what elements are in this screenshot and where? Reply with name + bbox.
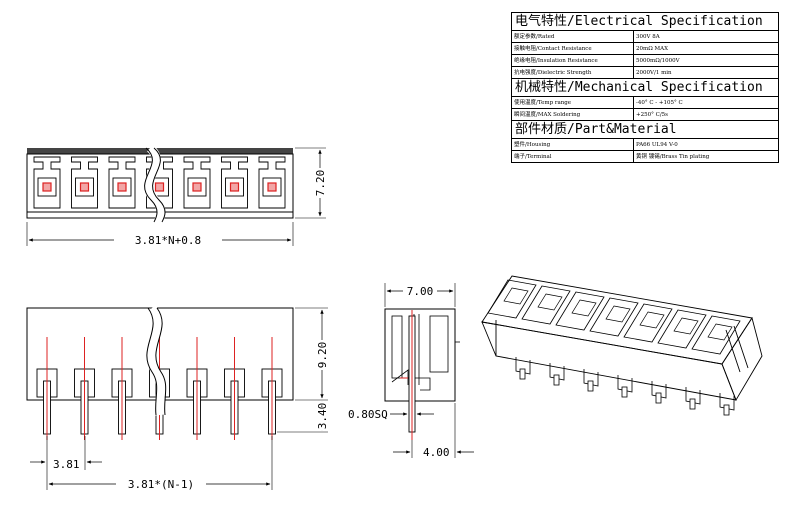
top-slot xyxy=(71,156,98,209)
iso-cell xyxy=(691,315,741,355)
iso-cell xyxy=(521,285,571,325)
iso-cell xyxy=(657,309,707,349)
top-slot xyxy=(108,156,136,209)
top-slot xyxy=(183,156,211,209)
side-view xyxy=(384,283,474,458)
front-pin xyxy=(224,337,245,440)
iso-pin xyxy=(617,375,633,398)
table-row: 瞬间温度/MAX Soldering+250° C/5s xyxy=(511,108,779,121)
iso-cell xyxy=(487,279,537,319)
top-height-dim: 7.20 xyxy=(314,170,327,197)
mechanical-header: 机械特性/Mechanical Specification xyxy=(511,78,779,97)
iso-pin xyxy=(549,363,565,386)
iso-cell xyxy=(555,291,605,331)
iso-pin xyxy=(515,357,531,380)
front-pin xyxy=(74,337,95,440)
front-pin xyxy=(36,337,58,440)
material-header: 部件材质/Part&Material xyxy=(511,120,779,139)
front-pin xyxy=(111,337,133,440)
spec-table: 电气特性/Electrical Specification 额定参数/Rated… xyxy=(511,12,779,163)
top-slot xyxy=(258,156,286,209)
table-row: 使用温度/Temp range-40° C - +105° C xyxy=(511,96,779,109)
iso-pin xyxy=(651,381,667,404)
top-slot xyxy=(33,156,61,209)
pin-length-dim: 3.40 xyxy=(316,403,329,430)
electrical-header: 电气特性/Electrical Specification xyxy=(511,12,779,31)
side-width-dim: 7.00 xyxy=(407,285,434,298)
pin-size-dim: 0.80SQ xyxy=(348,408,388,421)
iso-pin xyxy=(583,369,599,392)
pitch-dim: 3.81 xyxy=(53,458,80,471)
top-length-dim: 3.81*N+0.8 xyxy=(135,234,201,247)
side-offset-dim: 4.00 xyxy=(423,446,450,459)
top-view xyxy=(26,144,326,246)
front-height-dim: 9.20 xyxy=(316,342,329,369)
front-pin xyxy=(261,337,283,440)
iso-pin xyxy=(685,387,701,410)
isometric-view xyxy=(481,275,763,416)
front-view xyxy=(26,305,328,490)
iso-cell xyxy=(623,303,673,343)
iso-pin xyxy=(719,393,735,416)
iso-cell xyxy=(589,297,639,337)
top-slot xyxy=(221,156,248,209)
front-pin xyxy=(186,337,208,440)
span-dim: 3.81*(N-1) xyxy=(128,478,194,491)
